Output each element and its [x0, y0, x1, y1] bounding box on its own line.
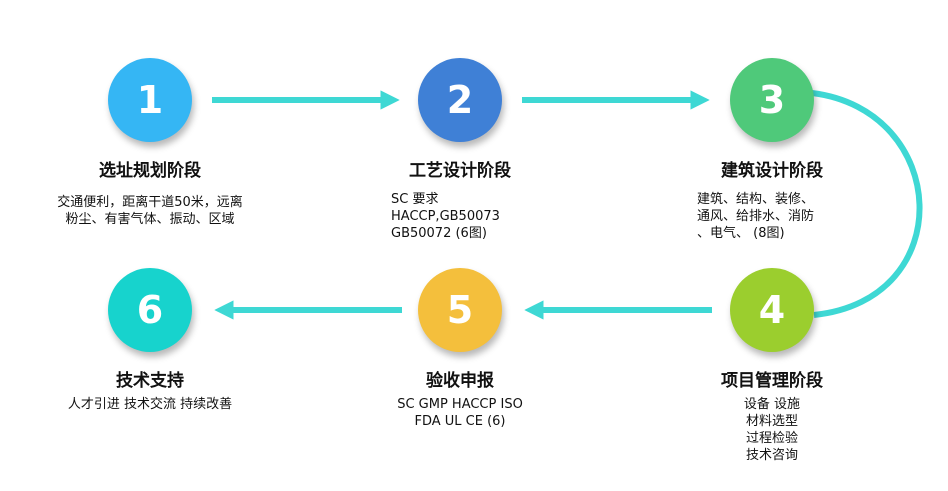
stage-6-line: 人才引进 技术交流 持续改善 [67, 397, 233, 412]
stage-6-number: 6 [136, 288, 164, 332]
stage-3-circle: 3 [730, 58, 814, 142]
stage-1-line: 粉尘、有害气体、振动、区域 [65, 212, 235, 227]
stage-3-line: 、电气、 (8图) [697, 226, 785, 241]
stage-5-number: 5 [446, 288, 474, 332]
stage-6-title: 技术支持 [116, 371, 184, 391]
stage-3-line: 建筑、结构、装修、 [697, 192, 815, 207]
stage-1-description: 交通便利，距离干道50米，远离 粉尘、有害气体、振动、区域 [57, 194, 243, 228]
stage-4-line: 过程检验 [745, 431, 799, 446]
stage-4-line: 设备 设施 [743, 397, 801, 412]
stage-4-circle: 4 [730, 268, 814, 352]
stage-4-line: 材料选型 [745, 414, 799, 429]
stage-1-circle: 1 [108, 58, 192, 142]
stage-2-description: SC 要求 HACCP,GB50073 GB50072 (6图) [391, 191, 500, 242]
stage-5-circle: 5 [418, 268, 502, 352]
stage-6-description: 人才引进 技术交流 持续改善 [68, 396, 232, 413]
stage-2-circle: 2 [418, 58, 502, 142]
stage-6-circle: 6 [108, 268, 192, 352]
stage-1-line: 交通便利，距离干道50米，远离 [57, 195, 243, 210]
stage-5-title: 验收申报 [426, 371, 494, 391]
stage-2-title: 工艺设计阶段 [409, 161, 511, 181]
stage-1-number: 1 [136, 78, 164, 122]
stage-3-title: 建筑设计阶段 [721, 161, 823, 181]
stage-2-line: HACCP,GB50073 [391, 209, 500, 224]
stage-3-line: 通风、给排水、消防 [697, 209, 815, 224]
stage-5-description: SC GMP HACCP ISO FDA UL CE (6) [397, 396, 523, 430]
stage-1-title: 选址规划阶段 [99, 161, 201, 181]
stage-4-description: 设备 设施 材料选型 过程检验 技术咨询 [744, 396, 800, 464]
stage-5-line: SC GMP HACCP ISO [397, 397, 523, 412]
stage-2-number: 2 [446, 78, 474, 122]
stage-4-title: 项目管理阶段 [721, 371, 823, 391]
stage-3-number: 3 [758, 78, 786, 122]
stage-2-line: GB50072 (6图) [391, 226, 487, 241]
stage-5-line: FDA UL CE (6) [414, 414, 506, 429]
stage-2-line: SC 要求 [391, 192, 439, 207]
stage-3-description: 建筑、结构、装修、 通风、给排水、消防 、电气、 (8图) [697, 191, 814, 242]
stage-4-line: 技术咨询 [745, 448, 799, 463]
arrow-3-to-4 [811, 90, 923, 318]
stage-4-number: 4 [758, 288, 786, 332]
